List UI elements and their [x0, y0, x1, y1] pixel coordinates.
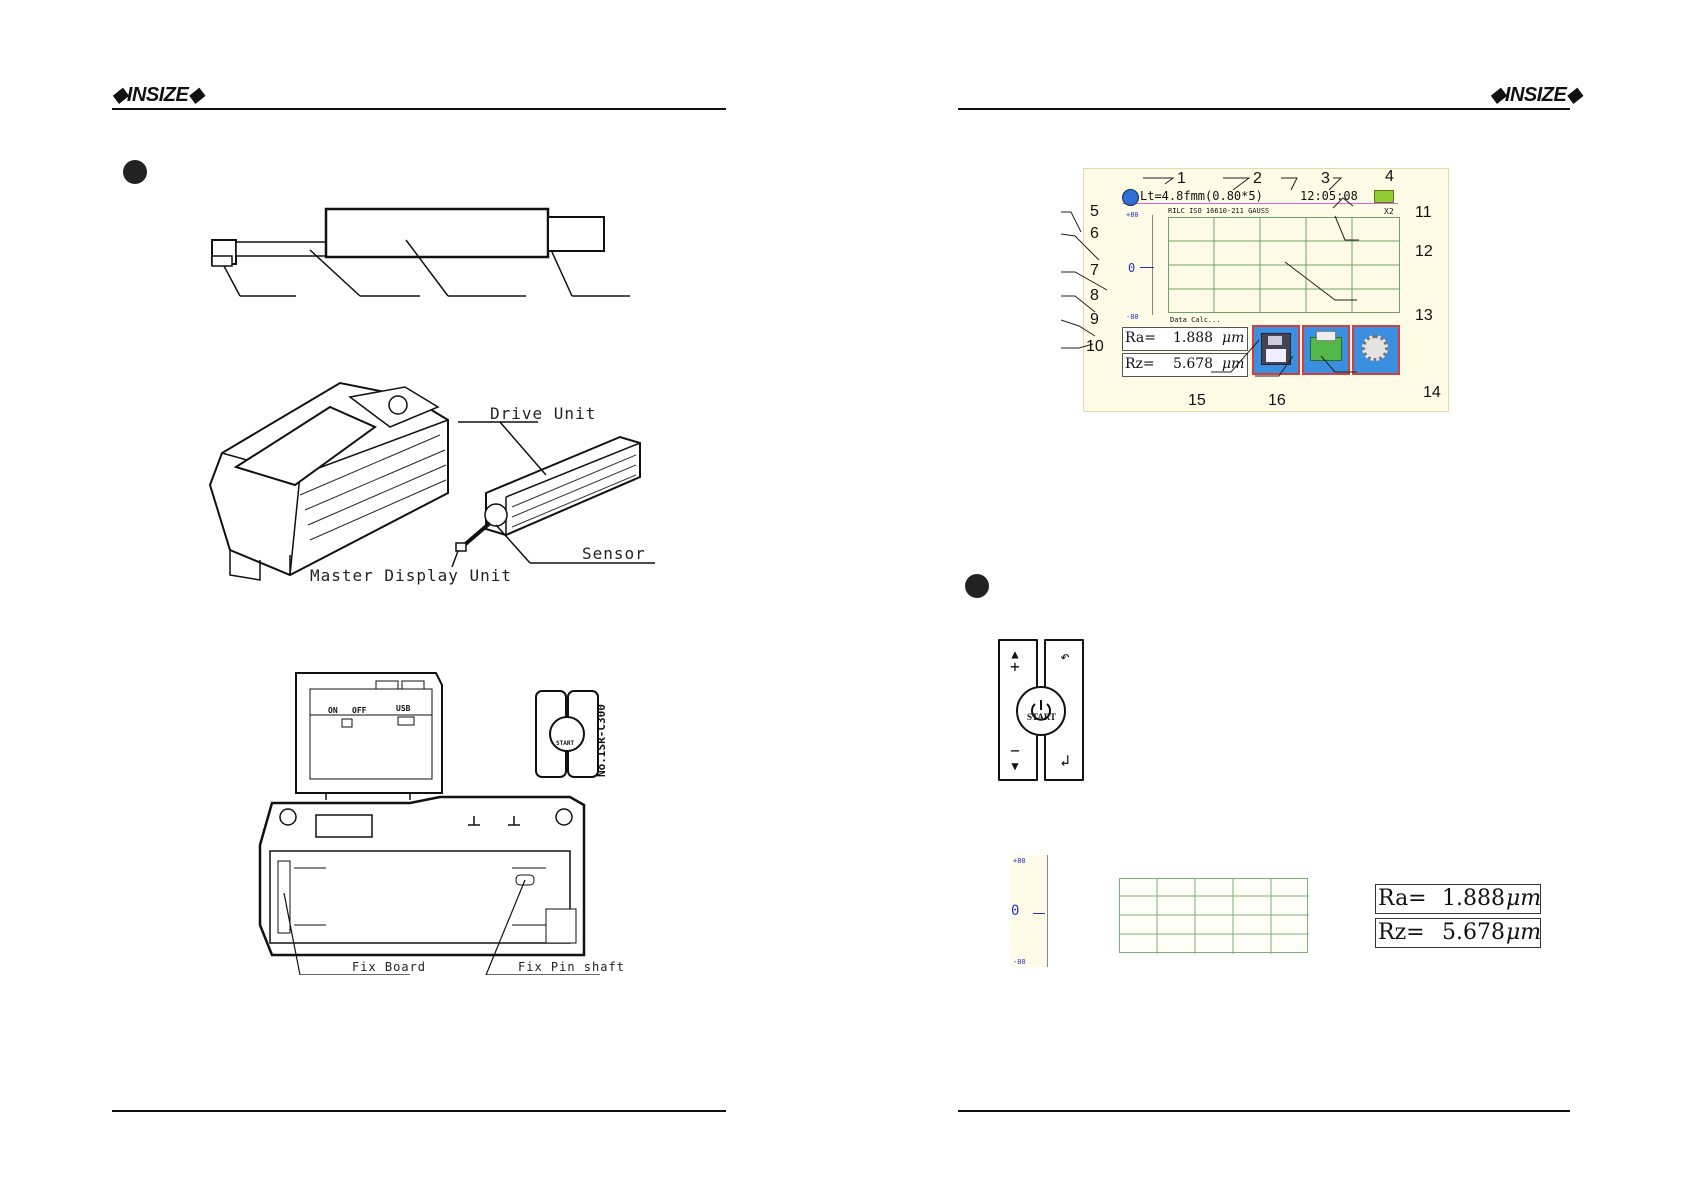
callout-4: 4 [1385, 168, 1394, 185]
master-display-label: Master Display Unit [310, 566, 513, 585]
detail-rz-label: Rz= [1378, 920, 1425, 945]
lcd-screen: Lt=4.8fmm(0.80*5) 12:05:08 RILC ISO 1661… [1083, 168, 1449, 412]
callout-11: 11 [1415, 204, 1432, 221]
detail-scale-zero: 0 [1011, 903, 1020, 919]
detail-zero-arrow-icon [1033, 913, 1045, 914]
callout-8: 8 [1090, 287, 1099, 304]
detail-profile-grid [1119, 878, 1309, 954]
detail-ra-value: 1.888 [1442, 886, 1505, 911]
detail-ra-unit: μm [1506, 886, 1542, 911]
section-bullet [965, 574, 989, 598]
data-calc-label: Data Calc... [1170, 316, 1221, 324]
callout-10: 10 [1086, 338, 1104, 355]
vertical-scale [1130, 215, 1153, 315]
floppy-icon [1261, 333, 1291, 365]
footer-rule [958, 1110, 1570, 1112]
keypad-start-mini: START [556, 740, 575, 747]
globe-icon [1122, 189, 1139, 206]
rz-value: 5.678 [1173, 356, 1214, 372]
callout-9: 9 [1090, 311, 1099, 328]
section-bullet [123, 160, 147, 184]
callout-5: 5 [1090, 203, 1099, 220]
callout-1: 1 [1177, 170, 1186, 187]
detail-rz-unit: μm [1506, 920, 1542, 945]
callout-16: 16 [1268, 392, 1286, 409]
ra-result: Ra= 1.888 μm [1122, 327, 1248, 351]
callout-6: 6 [1090, 225, 1099, 242]
header-rule [958, 108, 1570, 110]
gear-icon [1362, 335, 1388, 361]
keypad-diagram: ▲ + − ▼ ↶ ↲ [998, 639, 1084, 781]
footer-rule [112, 1110, 726, 1112]
zoom-label: X2 [1384, 207, 1394, 216]
rz-label: Rz= [1125, 356, 1155, 372]
fix-pin-label: Fix Pin shaft [518, 960, 625, 974]
printer-icon [1310, 337, 1342, 361]
screen-callout-lines [1060, 177, 1359, 377]
sensor-label: Sensor [582, 544, 646, 563]
right-page: ◆INSIZE◆ Lt=4.8fmm(0.80*5) 12:05:08 RILC… [843, 0, 1685, 1192]
callout-12: 12 [1415, 243, 1433, 260]
save-button[interactable] [1252, 325, 1300, 375]
brand-logo: ◆INSIZE◆ [112, 84, 204, 106]
left-page: ◆INSIZE◆ [0, 0, 842, 1192]
ra-label: Ra= [1125, 330, 1156, 346]
print-button[interactable] [1302, 325, 1350, 375]
callout-15: 15 [1188, 392, 1206, 409]
scale-top-label: +80 [1126, 211, 1139, 219]
callout-13: 13 [1415, 307, 1433, 324]
drive-unit-label: Drive Unit [490, 404, 597, 423]
svg-text:↶: ↶ [1060, 647, 1070, 666]
callout-7: 7 [1090, 262, 1099, 279]
clock-label: 12:05:08 [1300, 189, 1358, 203]
svg-text:↲: ↲ [1060, 751, 1070, 770]
ra-value: 1.888 [1173, 330, 1214, 346]
battery-icon [1374, 190, 1394, 203]
svg-text:+: + [1010, 657, 1020, 676]
rz-unit: μm [1222, 356, 1245, 372]
status-bar [1122, 187, 1398, 204]
ra-unit: μm [1222, 330, 1245, 346]
detail-rz-value: 5.678 [1442, 920, 1505, 945]
keypad-start-label: START [1027, 712, 1057, 722]
scale-bottom-label: -80 [1126, 313, 1139, 321]
probe-diagram [211, 207, 630, 297]
usb-label: USB [396, 704, 411, 713]
svg-text:▲: ▲ [1011, 647, 1019, 661]
rz-result: Rz= 5.678 μm [1122, 353, 1248, 377]
detail-rz-result: Rz= 5.678 μm [1375, 918, 1541, 948]
device-overview-diagram [208, 381, 655, 581]
callout-2: 2 [1253, 170, 1262, 187]
detail-scale-top: +80 [1013, 857, 1026, 865]
scale-zero-label: 0 [1128, 261, 1136, 275]
callout-3: 3 [1321, 170, 1330, 187]
filter-standard-label: RILC ISO 16610-211 GAUSS [1168, 207, 1270, 215]
header-rule [112, 108, 726, 110]
settings-button[interactable] [1352, 325, 1400, 375]
profile-grid [1168, 217, 1400, 313]
switch-on-label: ON [328, 706, 338, 715]
measure-length-label: Lt=4.8fmm(0.80*5) [1140, 189, 1263, 203]
fix-board-label: Fix Board [352, 960, 427, 974]
detail-scale-bottom: -80 [1013, 958, 1026, 966]
underside-diagram: No.ISR-C300 [258, 672, 608, 975]
callout-14: 14 [1423, 384, 1441, 401]
svg-text:▼: ▼ [1011, 759, 1019, 773]
zero-arrow-icon [1140, 267, 1154, 268]
svg-text:−: − [1010, 741, 1020, 760]
model-label: No.ISR-C300 [595, 704, 608, 777]
detail-ra-label: Ra= [1378, 886, 1427, 911]
detail-vertical-scale [1011, 855, 1048, 967]
brand-logo: ◆INSIZE◆ [1490, 84, 1582, 106]
detail-ra-result: Ra= 1.888 μm [1375, 884, 1541, 914]
switch-off-label: OFF [352, 706, 367, 715]
